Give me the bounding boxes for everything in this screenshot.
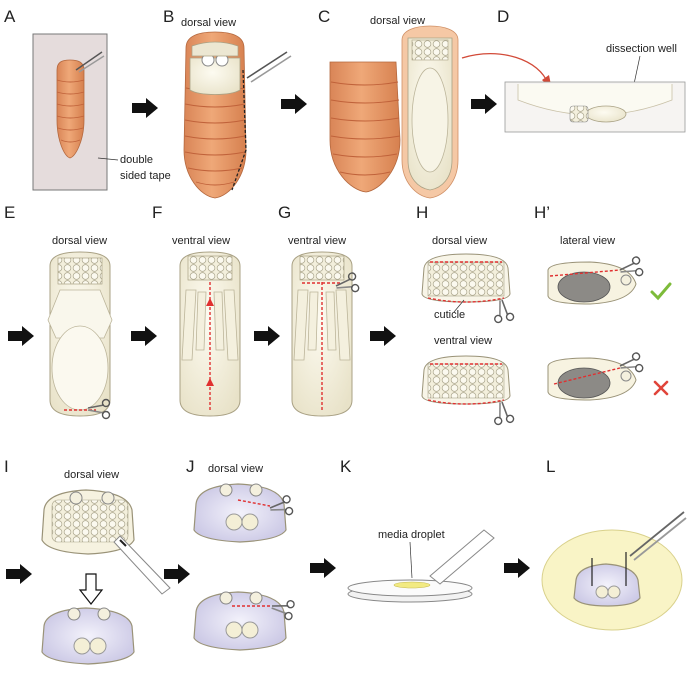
view-label-i: dorsal view [64,469,119,481]
abdomen [51,325,109,411]
lateral-head-wrong [547,351,645,401]
panel-letter-d: D [497,7,509,26]
head-capsule-dorsal [421,253,511,303]
panel-letter-l: L [546,457,555,476]
panel-letter-e: E [4,203,15,222]
panel-j: J dorsal view [186,457,296,651]
pupa-body [183,31,247,199]
petri-dish [347,579,473,603]
removed-puparium [329,61,401,193]
fat-body-head [57,257,103,285]
brain-with-fat [41,489,135,555]
panel-letter-c: C [318,7,330,26]
brain-j-top [193,483,295,543]
pipette-icon [429,529,495,585]
flow-arrow-e-f [131,326,157,346]
flow-arrow-k-l [504,558,530,578]
panel-c: C dorsal view [318,7,552,199]
panel-letter-h-prime: H’ [534,203,550,222]
panel-letter-i: I [4,457,9,476]
panel-letter-f: F [152,203,162,222]
flow-arrow-i-j [164,564,190,584]
brain-cleaned [41,607,135,665]
panel-i: I dorsal view [4,457,171,665]
view-label-h-dorsal: dorsal view [432,235,487,247]
view-label-g: ventral view [288,235,346,247]
panel-b: B dorsal view [163,7,292,199]
transfer-arrow [461,53,549,85]
forceps-icon [75,51,105,73]
caption-dissection-well: dissection well [606,43,677,55]
view-label-j: dorsal view [208,463,263,475]
flow-arrow-g-h [370,326,396,346]
brain-j-bottom [193,591,296,651]
caption-sided-tape: sided tape [120,170,171,182]
panel-letter-g: G [278,203,291,222]
flow-arrow-f-g [254,326,280,346]
panel-letter-b: B [163,7,174,26]
scissors-icon [490,399,515,426]
panel-l: L [541,457,687,631]
check-icon [650,282,672,301]
panel-letter-j: J [186,457,195,476]
forceps-icon [629,511,687,561]
panel-k: K media droplet [340,457,495,603]
exposed-head [189,41,241,95]
panel-letter-k: K [340,457,352,476]
lateral-head-correct [547,255,645,305]
panel-d: D dissection well [497,7,686,133]
panel-letter-h: H [416,203,428,222]
flow-arrow-e [8,326,34,346]
view-label-e: dorsal view [52,235,107,247]
panel-e: E dorsal view [4,203,113,420]
caption-double: double [120,154,153,166]
head-capsule-ventral [421,355,511,405]
view-label-f: ventral view [172,235,230,247]
panel-a: A double sided tape [4,7,171,191]
flow-arrow-j-k [310,558,336,578]
flow-arrow-b-c [281,94,307,114]
pipette-icon [113,535,171,595]
view-label-b: dorsal view [181,17,236,29]
panel-h: H dorsal view cuticle ventral view [416,203,515,426]
scissors-icon [490,297,515,324]
panel-h-prime: H’ lateral view [534,203,672,401]
down-arrow [78,573,104,605]
thorax [47,289,113,339]
cut-line-b [231,69,247,191]
brain-l [573,552,641,607]
flow-arrow-i [6,564,32,584]
pupa-in-well [569,105,627,123]
flow-arrow-a-b [132,98,158,118]
view-label-h-ventral: ventral view [434,335,492,347]
cross-icon [653,380,669,396]
pupa-on-tape [56,59,85,159]
flow-arrow-c-d [471,94,497,114]
panel-letter-a: A [4,7,16,26]
panel-g: G ventral view [278,203,361,417]
caption-cuticle: cuticle [434,309,465,321]
caption-media-droplet: media droplet [378,529,445,541]
view-label-h-prime: lateral view [560,235,615,247]
forceps-icon [246,51,292,83]
view-label-c: dorsal view [370,15,425,27]
panel-f: F ventral view [152,203,241,417]
